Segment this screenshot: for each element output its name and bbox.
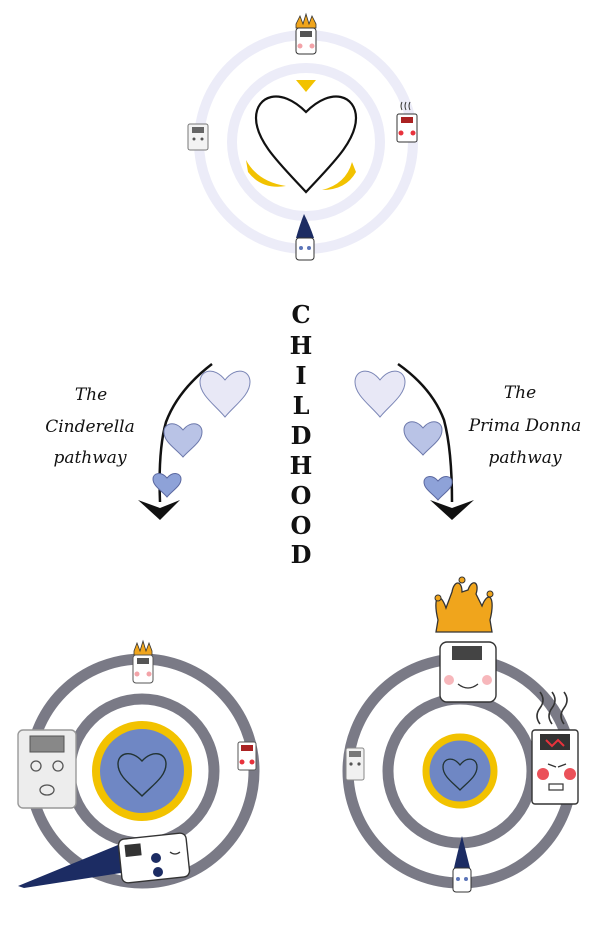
heart-icon xyxy=(199,370,251,418)
prima-donna-pathway: The Prima Donna pathway xyxy=(354,362,582,520)
steam-icon xyxy=(536,691,568,725)
gold-triangle xyxy=(296,80,316,92)
letter-h: H xyxy=(290,331,313,360)
letter-c: C xyxy=(291,300,310,329)
crown-icon xyxy=(295,12,317,29)
letter-l: L xyxy=(293,391,310,420)
letter-h2: H xyxy=(290,451,313,480)
small-angry-figure xyxy=(396,101,418,143)
small-hat-figure xyxy=(452,836,472,893)
gold-wing-left xyxy=(246,160,286,187)
arrow-head-left xyxy=(138,500,180,520)
left-path-line-1: The xyxy=(75,385,107,405)
heart-icon xyxy=(163,423,203,458)
right-path-line-3: pathway xyxy=(488,448,561,468)
heart-icon xyxy=(254,95,358,194)
cinderella-circle xyxy=(17,639,260,889)
small-crowned-figure xyxy=(132,639,154,684)
right-path-line-1: The xyxy=(504,383,536,403)
letter-o: O xyxy=(291,481,312,510)
steam-icon xyxy=(400,101,411,111)
arrow-head-right xyxy=(430,500,474,520)
prima-donna-circle xyxy=(342,576,579,893)
left-path-line-2: Cinderella xyxy=(45,417,135,437)
small-hat-figure xyxy=(295,214,315,261)
large-crowned-figure xyxy=(434,576,497,703)
right-path-line-2: Prima Donna xyxy=(468,416,582,436)
wizard-hat-icon xyxy=(18,840,140,888)
core-disk xyxy=(422,733,498,809)
heart-icon xyxy=(152,473,182,498)
cinderella-pathway: The Cinderella pathway xyxy=(45,363,251,520)
letter-i: I xyxy=(295,361,306,390)
heart-icon xyxy=(442,758,478,791)
small-angry-figure xyxy=(237,741,257,771)
arrow-icon xyxy=(397,362,454,503)
letter-o2: O xyxy=(291,511,312,540)
left-path-line-3: pathway xyxy=(53,448,126,468)
heart-icon xyxy=(117,753,167,797)
wizard-hat-icon xyxy=(296,214,314,238)
small-grey-figure xyxy=(345,747,365,781)
letter-d2: D xyxy=(291,540,312,569)
childhood-label: C H I L D H O O D xyxy=(290,300,313,569)
small-crowned-figure xyxy=(295,12,317,55)
figure-brain xyxy=(300,31,312,37)
heart-icon xyxy=(423,476,453,501)
large-hat-figure xyxy=(18,832,191,888)
small-grey-figure xyxy=(187,123,209,151)
letter-d: D xyxy=(291,421,312,450)
inner-ring xyxy=(227,63,385,221)
heart-icon xyxy=(403,421,443,456)
wizard-hat-icon xyxy=(454,836,470,868)
core-disk xyxy=(92,721,192,821)
crown-icon xyxy=(133,639,153,656)
large-angry-figure xyxy=(531,691,579,805)
balanced-circle xyxy=(187,12,418,261)
crown-icon xyxy=(435,582,493,633)
large-grey-figure xyxy=(17,729,77,809)
heart-icon xyxy=(354,370,406,418)
gold-wing-right xyxy=(322,162,356,190)
